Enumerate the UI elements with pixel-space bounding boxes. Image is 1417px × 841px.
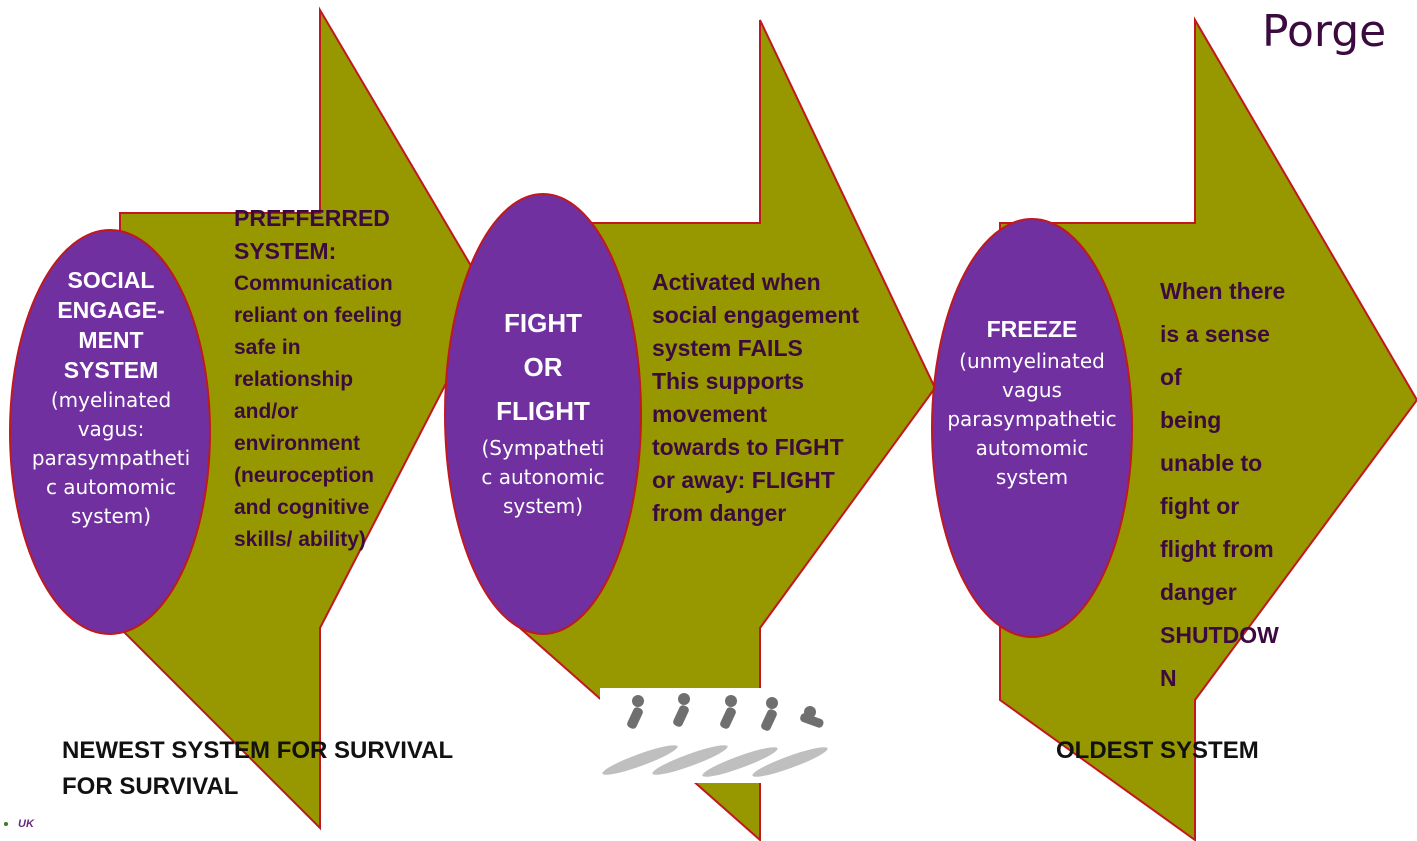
desc-line: Communication bbox=[234, 272, 393, 295]
desc-line: N bbox=[1160, 665, 1177, 691]
desc-line: social engagement bbox=[652, 302, 860, 328]
desc-fight-flight: Activated when social engagement system … bbox=[652, 266, 859, 530]
oval-freeze bbox=[931, 218, 1133, 638]
desc-line: environment bbox=[234, 432, 361, 455]
oval-heading-line: FLIGHT bbox=[496, 396, 590, 426]
oval-sub-line: parasympatheti bbox=[31, 446, 191, 470]
oval-sub-line: vagus: bbox=[77, 417, 145, 441]
oval-sub-line: parasympathetic bbox=[947, 407, 1117, 431]
oval-sub-line: (myelinated bbox=[50, 388, 172, 412]
desc-line: SYSTEM: bbox=[234, 238, 337, 264]
oval-heading-line: ENGAGE- bbox=[57, 297, 165, 323]
desc-line: relationship bbox=[234, 368, 354, 391]
desc-line: (neuroception bbox=[234, 464, 374, 487]
arrow-1 bbox=[119, 6, 492, 831]
desc-line: When there bbox=[1160, 278, 1286, 304]
label-line: NEWEST SYSTEM FOR SURVIVAL bbox=[62, 737, 454, 764]
oval-heading-line: SOCIAL bbox=[67, 267, 155, 293]
oldest-system-label: OLDEST SYSTEM bbox=[1056, 737, 1259, 764]
oval-text-social-engagement: SOCIAL ENGAGE- MENT SYSTEM (myelinated v… bbox=[14, 266, 208, 531]
oval-sub-line: c automomic bbox=[45, 475, 177, 499]
oval-text-freeze: FREEZE (unmyelinated vagus parasympathet… bbox=[930, 312, 1134, 492]
desc-line: This supports bbox=[652, 368, 805, 394]
oval-text-fight-flight: FIGHT OR FLIGHT (Sympatheti c autonomic … bbox=[455, 302, 631, 521]
oval-sub-line: system) bbox=[70, 504, 152, 528]
oval-heading-line: OR bbox=[523, 352, 563, 382]
desc-line: safe in bbox=[234, 336, 301, 359]
desc-line: towards to FIGHT bbox=[652, 434, 844, 460]
oval-heading-line: MENT bbox=[78, 327, 144, 353]
desc-line: is a sense bbox=[1160, 321, 1270, 347]
desc-line: reliant on feeling bbox=[234, 304, 403, 327]
running-figures-icon bbox=[600, 688, 850, 783]
desc-line: being bbox=[1160, 407, 1222, 433]
desc-line: PREFFERRED bbox=[234, 205, 390, 231]
newest-system-label: NEWEST SYSTEM FOR SURVIVAL FOR SURVIVAL bbox=[62, 733, 453, 805]
oval-heading-line: SYSTEM bbox=[63, 357, 159, 383]
oval-sub-line: (unmyelinated bbox=[959, 349, 1105, 373]
desc-line: system FAILS bbox=[652, 335, 803, 361]
desc-line: danger bbox=[1160, 579, 1237, 605]
oval-sub-line: c autonomic bbox=[481, 465, 605, 489]
oval-sub-line: automomic bbox=[975, 436, 1089, 460]
desc-line: and cognitive bbox=[234, 496, 370, 519]
desc-line: skills/ ability) bbox=[234, 528, 366, 551]
footer-tag-text: UK bbox=[18, 818, 34, 830]
desc-line: Activated when bbox=[652, 269, 821, 295]
oval-social-engagement bbox=[9, 229, 211, 635]
arrow-3 bbox=[999, 16, 1417, 841]
oval-sub-line: system bbox=[995, 465, 1069, 489]
desc-line: flight from bbox=[1160, 536, 1274, 562]
label-line: FOR SURVIVAL bbox=[62, 773, 239, 800]
desc-line: of bbox=[1160, 364, 1182, 390]
desc-line: movement bbox=[652, 401, 768, 427]
desc-line: unable to bbox=[1160, 450, 1263, 476]
desc-line: and/or bbox=[234, 400, 299, 423]
desc-line: or away: FLIGHT bbox=[652, 467, 835, 493]
desc-line: fight or bbox=[1160, 493, 1240, 519]
oval-heading-line: FREEZE bbox=[986, 316, 1078, 342]
oval-sub-line: system) bbox=[502, 494, 584, 518]
desc-line: SHUTDOW bbox=[1160, 622, 1279, 648]
arrow-2 bbox=[519, 19, 937, 841]
bullet-icon bbox=[4, 822, 8, 827]
desc-freeze: When there is a sense of being unable to… bbox=[1160, 270, 1285, 700]
footer-tag: UK bbox=[4, 818, 34, 830]
oval-sub-line: (Sympatheti bbox=[481, 436, 605, 460]
oval-sub-line: vagus bbox=[1002, 378, 1062, 402]
desc-line: from danger bbox=[652, 500, 787, 526]
desc-social-engagement: PREFFERRED SYSTEM: Communication reliant… bbox=[234, 202, 402, 556]
oval-heading-line: FIGHT bbox=[504, 308, 582, 338]
page-title: Porge bbox=[1262, 6, 1387, 57]
oval-fight-flight bbox=[444, 193, 642, 635]
